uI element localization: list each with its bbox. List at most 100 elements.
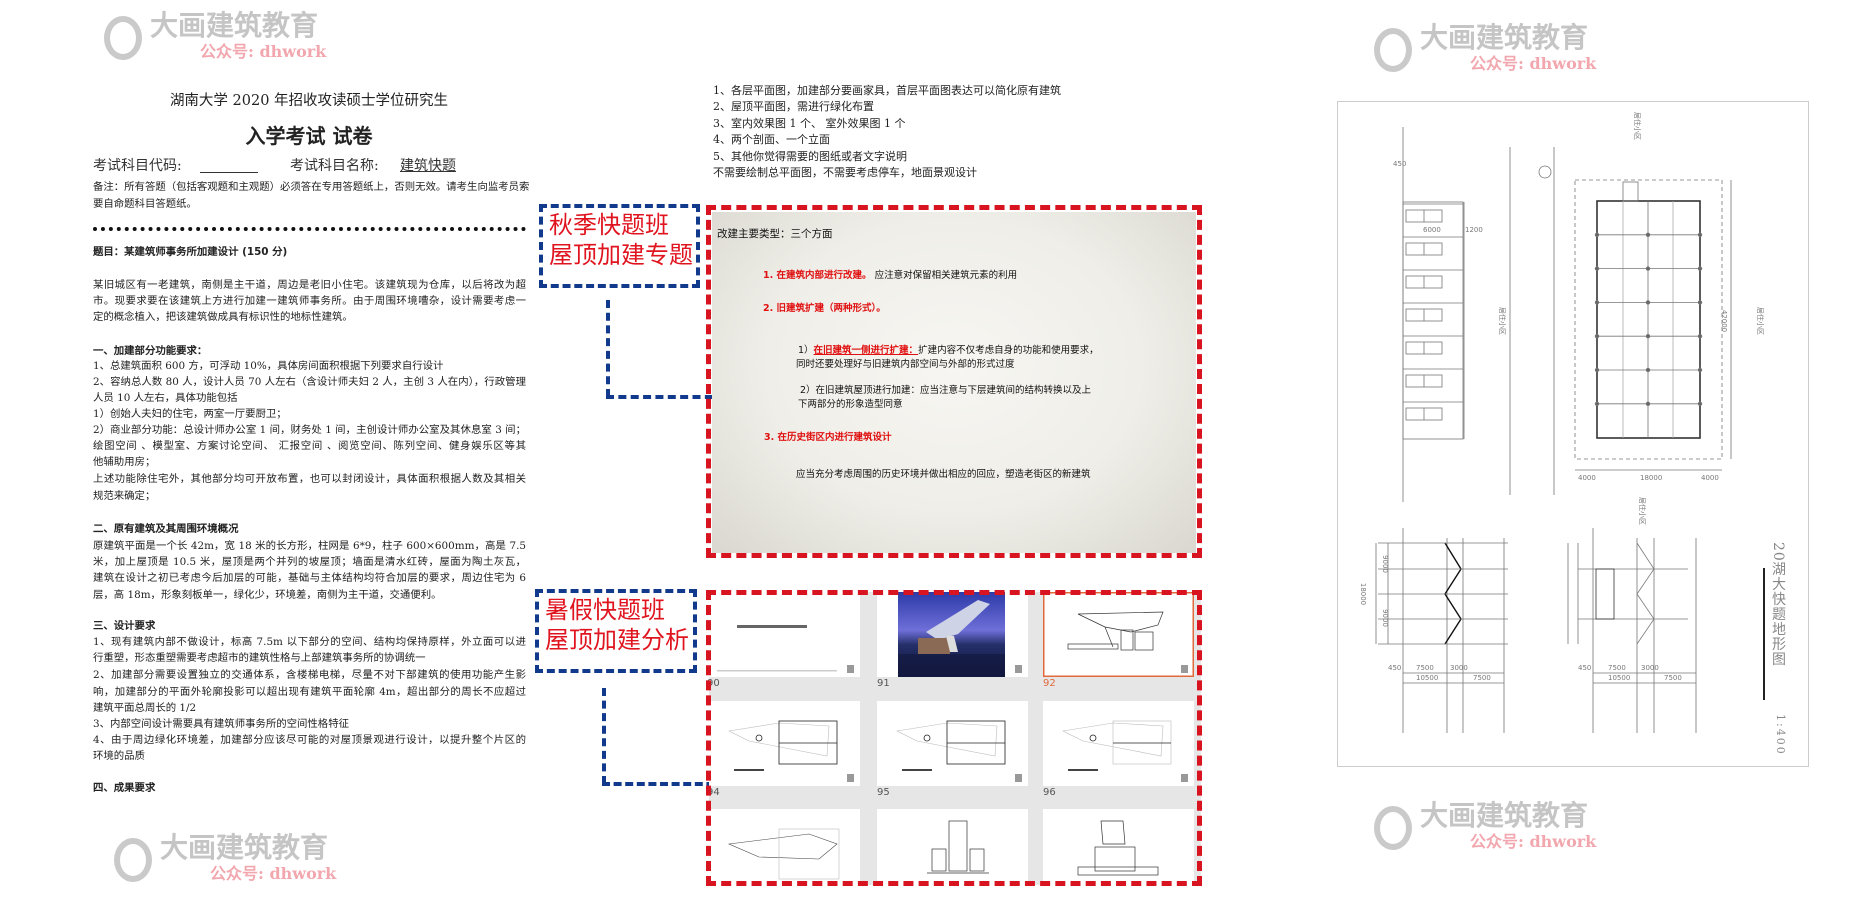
watermark-main-text: 大画建筑教育 [150, 9, 319, 42]
dim-label: 7500 [1416, 664, 1434, 672]
dim-label: 18000 [1640, 474, 1663, 482]
slide-thumbnail[interactable] [877, 809, 1028, 885]
design-requirement-line: 响，加建部分的平面外轮廓投影可以超出现有建筑平面轮廓 4m，超出部分的周长不应超… [93, 686, 526, 698]
slide-renovation-types: 改建主要类型：三个方面 1. 在建筑内部进行改建。 应注意对保留相关建筑元素的利… [712, 212, 1196, 553]
slide-number: 90 [707, 678, 720, 689]
question-title: 题目：某建筑师事务所加建设计 (150 分) [93, 246, 288, 258]
drawing-scale: 1:400 [1774, 714, 1787, 756]
slide-thumbnail[interactable] [877, 701, 1028, 786]
autumn-tag-line1: 秋季快题班 [549, 211, 669, 239]
area-label: 居住小区 [1638, 497, 1646, 525]
requirement-line: 上述功能除住宅外，其他部分均可开放布置，也可以封闭设计，具体面积根据人数及其相关 [93, 473, 526, 485]
intro-line: 某旧城区有一老建筑，南侧是主干道，周边是老旧小住宅。该建筑现为仓库，以后将改为超 [93, 279, 526, 291]
dotted-separator [93, 227, 526, 231]
dim-label: 6000 [1423, 226, 1441, 234]
slide-thumbnail[interactable] [1043, 809, 1194, 885]
watermark: 大画建筑教育公众号: dhwork [104, 9, 327, 62]
slide-number: 95 [877, 787, 890, 798]
slide-sub2-text1: 2）在旧建筑屋顶进行加建：应当注意与下层建筑间的结构转换以及上 [800, 385, 1092, 396]
design-requirement-line: 4、由于周边绿化环境差，加建部分应该尽可能的对屋顶景观进行设计，以提升整个片区的 [93, 734, 526, 746]
section-heading: 三、设计要求 [93, 620, 156, 632]
watermark-sub-text: 公众号: dhwork [1470, 832, 1597, 851]
area-label: 居住小区 [1756, 307, 1764, 335]
requirement-line: 他辅助用房； [93, 456, 156, 468]
slide-thumbnail[interactable] [1043, 592, 1194, 677]
design-requirement-line: 行重塑，形态重塑需要考虑超市的建筑性格与上部建筑事务所的协调统一 [93, 652, 426, 664]
slide-number: 96 [1043, 787, 1056, 798]
site-drawing-lines [1375, 127, 1765, 733]
dim-label: 9000 [1380, 609, 1389, 627]
requirement-line: 2、容纳总人数 80 人，设计人员 70 人左右（含设计师夫妇 2 人，主创 3… [93, 376, 526, 388]
watermark-sub-text: 公众号: dhwork [210, 864, 337, 883]
section-heading: 四、成果要求 [93, 782, 156, 794]
watermark-sub-text: 公众号: dhwork [200, 42, 327, 61]
watermark-logo-icon [114, 838, 152, 882]
subject-name-label: 考试科目名称: [290, 158, 379, 174]
watermark-main-text: 大画建筑教育 [160, 831, 329, 864]
summer-class-tag: 暑假快题班 屋顶加建分析 [535, 589, 697, 673]
slide-number: 91 [877, 678, 890, 689]
slide-thumbnail[interactable] [1043, 701, 1194, 786]
section-heading: 二、原有建筑及其周围环境概况 [93, 523, 239, 535]
deliverable-item: 1、各层平面图，加建部分要画家具，首层平面图表达可以简化原有建筑 [713, 84, 1061, 97]
requirement-line: 规范来确定； [93, 490, 156, 502]
dim-label: 4000 [1701, 474, 1719, 482]
watermark-logo-icon [1374, 28, 1412, 72]
summer-tag-line2: 屋顶加建分析 [545, 626, 689, 654]
dim-label: 3000 [1641, 664, 1659, 672]
requirement-line: 1）创始人夫妇的住宅，两室一厅要厨卫； [93, 408, 287, 420]
slide-thumbnail[interactable] [877, 592, 1028, 677]
slide-number: 94 [707, 787, 720, 798]
slide-item1-text: 应注意对保留相关建筑元素的利用 [874, 270, 1018, 281]
slide-thumbnail[interactable] [709, 701, 860, 786]
slide-sub1-prefix: 1） [798, 345, 814, 356]
slide-thumbnail[interactable] [709, 809, 860, 885]
watermark: 大画建筑教育公众号: dhwork [1374, 22, 1596, 74]
slide-item1-title: 1. 在建筑内部进行改建。 [763, 270, 872, 281]
dim-label: 7500 [1608, 664, 1626, 672]
slide-item2-title: 2. 旧建筑扩建（两种形式）。 [763, 303, 886, 314]
section-heading: 一、加建部分功能要求： [93, 345, 208, 357]
requirement-line: 绘图空间 、模型室、方案讨论空间、 汇报空间 、阅览空间、陈列空间、健身娱乐区等… [93, 440, 526, 452]
design-requirement-line: 建筑平面总周长的 1/2 [93, 702, 197, 714]
design-requirement-line: 3、内部空间设计需要具有建筑师事务所的空间性格特征 [93, 718, 349, 730]
slide-item3-text: 应当充分考虑周围的历史环境并做出相应的回应，塑造老街区的新建筑 [796, 469, 1091, 480]
slide-thumbnail[interactable] [709, 592, 860, 677]
summer-highlight-frame [706, 590, 1202, 886]
intro-line: 定的概念植入，把该建筑做成具有标识性的地标性建筑。 [93, 311, 353, 323]
dim-label: 3000 [1450, 664, 1468, 672]
slide-sub1-title: 在旧建筑一侧进行扩建： [813, 345, 919, 356]
dim-label: 10500 [1416, 674, 1439, 682]
deliverable-item: 5、其他你觉得需要的图纸或者文字说明 [713, 149, 907, 163]
autumn-tag-line2: 屋顶加建专题 [549, 241, 693, 269]
dim-label: 7500 [1664, 674, 1682, 682]
dim-label: 10500 [1608, 674, 1631, 682]
dim-label: 18000 [1359, 582, 1368, 606]
subject-name-value: 建筑快题 [400, 158, 456, 174]
watermark: 大画建筑教育公众号: dhwork [1374, 800, 1597, 852]
subject-code-blank [200, 172, 258, 173]
slide-heading: 改建主要类型：三个方面 [717, 228, 833, 240]
requirement-line: 2）商业部分功能：总设计师办公室 1 间，财务处 1 间，主创设计师办公室及其休… [93, 424, 526, 436]
watermark-logo-icon [104, 16, 142, 60]
deliverable-item: 2、屋顶平面图，需进行绿化布置 [713, 100, 874, 114]
dim-label: 450 [1388, 664, 1402, 672]
context-line: 层，高 18m，形象刻板单一，绿化少，环境差，南侧为主干道，交通便利。 [93, 589, 442, 601]
watermark: 大画建筑教育公众号: dhwork [114, 831, 337, 884]
note-line: 要自命题科目答题纸。 [93, 198, 197, 210]
context-line: 米，加上屋顶是 10.5 米，屋顶是两个并列的坡屋顶；墙面是清水红砖，屋面为陶土… [93, 556, 526, 568]
autumn-class-tag: 秋季快题班 屋顶加建专题 [539, 204, 700, 288]
building-photo [898, 592, 1005, 677]
deliverable-item: 3、室内效果图 1 个、 室外效果图 1 个 [713, 116, 906, 130]
dim-label: 1200 [1465, 226, 1483, 234]
slide-sub1-text1: 扩建内容不仅考虑自身的功能和使用要求， [918, 345, 1099, 356]
subject-code-label: 考试科目代码: [93, 158, 182, 174]
dim-label: 42000 [1720, 309, 1729, 333]
area-label: 居住小区 [1498, 307, 1506, 335]
dim-label: 450 [1393, 160, 1407, 168]
slide-number: 92 [1043, 678, 1056, 689]
dim-label: 7500 [1473, 674, 1491, 682]
context-line: 建筑在设计之初已考虑今后加层的可能，基础与主体结构均符合加层的要求，周边住宅为 … [93, 572, 526, 584]
requirement-line: 人员 10 人左右，具体功能包括 [93, 392, 238, 404]
deliverable-item: 4、两个剖面、一个立面 [713, 133, 830, 147]
